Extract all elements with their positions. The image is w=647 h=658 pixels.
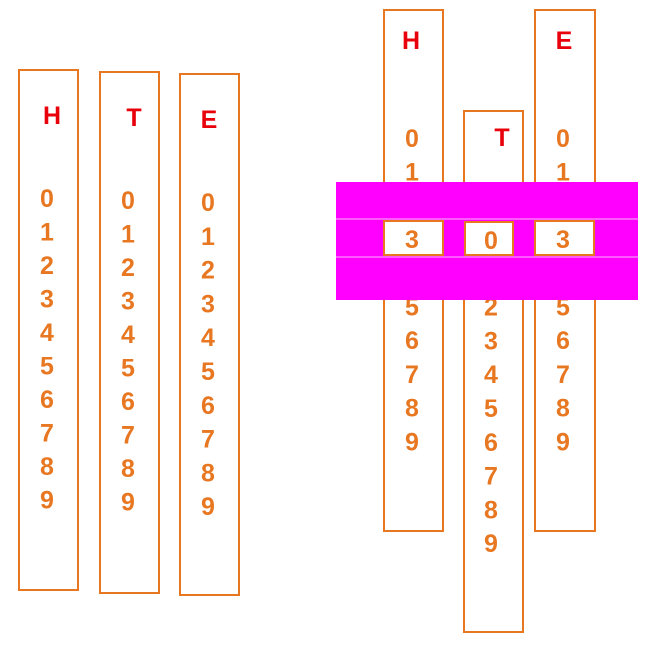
- left-strip-ones: E 0 1 2 3 4 5 6 7 8 9: [179, 73, 240, 596]
- right-strip-ones-digit: 8: [556, 395, 570, 423]
- left-strip-tens: T 0 1 2 3 4 5 6 7 8 9: [99, 71, 160, 594]
- left-strip-tens-digits: 0 1 2 3 4 5 6 7 8 9: [121, 187, 135, 517]
- left-strip-ones-digit: 5: [201, 358, 215, 386]
- left-strip-tens-digit: 0: [121, 187, 135, 215]
- right-strip-ones-digit: 6: [556, 327, 570, 355]
- left-strip-hundreds-digit: 3: [40, 286, 54, 314]
- left-strip-tens-box: [99, 71, 160, 594]
- right-strip-hundreds-heading: H: [402, 27, 420, 55]
- right-strip-tens-digit: 3: [484, 327, 498, 355]
- left-strip-ones-box: [179, 73, 240, 596]
- right-strip-hundreds-digit: 9: [405, 428, 419, 456]
- right-strip-tens-digit: 6: [484, 429, 498, 457]
- left-strip-hundreds-digit: 5: [40, 353, 54, 381]
- right-strip-ones-digit: 7: [556, 361, 570, 389]
- left-strip-ones-digit: 3: [201, 290, 215, 318]
- right-strip-ones-digit: 0: [556, 125, 570, 153]
- left-strip-group: H 0 1 2 3 4 5 6 7 8 9 T 0 1 2 3 4 5 6 7 8 9 E 0 1 2 3 4 5 6 7 8 9: [18, 69, 240, 596]
- left-strip-ones-digit: 9: [201, 493, 215, 521]
- right-strip-hundreds-digit: 7: [405, 361, 419, 389]
- left-strip-hundreds-digit: 8: [40, 453, 54, 481]
- tens-window: [464, 221, 514, 256]
- right-strip-tens-heading: T: [494, 124, 509, 152]
- right-strip-tens-digit: 9: [484, 530, 498, 558]
- right-strip-tens-digit: 4: [484, 361, 498, 389]
- left-strip-hundreds-digits: 0 1 2 3 4 5 6 7 8 9: [40, 185, 54, 515]
- left-strip-ones-digit: 8: [201, 459, 215, 487]
- left-strip-tens-digit: 2: [121, 254, 135, 282]
- left-strip-hundreds: H 0 1 2 3 4 5 6 7 8 9: [18, 69, 79, 591]
- left-strip-ones-digit: 7: [201, 426, 215, 454]
- left-strip-hundreds-box: [18, 69, 79, 591]
- tens-window-digit: 0: [484, 227, 498, 255]
- right-strip-ones-digit: 1: [556, 159, 570, 187]
- ones-window-digit: 3: [556, 226, 570, 254]
- left-strip-tens-digit: 5: [121, 355, 135, 383]
- left-strip-tens-digit: 3: [121, 288, 135, 316]
- left-strip-ones-digit: 6: [201, 392, 215, 420]
- left-strip-tens-digit: 7: [121, 422, 135, 450]
- right-strip-hundreds-digit: 1: [405, 159, 419, 187]
- left-strip-hundreds-digit: 4: [40, 319, 54, 347]
- right-strip-tens-digit: 2: [484, 294, 498, 322]
- right-strip-ones-heading: E: [556, 27, 573, 55]
- hundreds-window: [383, 220, 444, 256]
- left-strip-hundreds-digit: 1: [40, 219, 54, 247]
- hundreds-window-digit: 3: [405, 226, 419, 254]
- left-strip-ones-digit: 2: [201, 257, 215, 285]
- right-strip-tens-digit: 8: [484, 496, 498, 524]
- left-strip-hundreds-digit: 6: [40, 386, 54, 414]
- right-strip-tens-digit: 7: [484, 463, 498, 491]
- left-strip-ones-digit: 0: [201, 189, 215, 217]
- right-strip-hundreds-digit: 8: [405, 395, 419, 423]
- left-strip-hundreds-digit: 0: [40, 185, 54, 213]
- left-strip-ones-digit: 1: [201, 223, 215, 251]
- left-strip-tens-heading: T: [126, 104, 141, 132]
- left-strip-ones-heading: E: [201, 106, 218, 134]
- left-strip-ones-digit: 4: [201, 324, 215, 352]
- right-strip-ones-digit: 9: [556, 428, 570, 456]
- left-strip-hundreds-heading: H: [43, 102, 61, 130]
- left-strip-tens-digit: 1: [121, 221, 135, 249]
- left-strip-ones-digits: 0 1 2 3 4 5 6 7 8 9: [201, 189, 215, 521]
- right-strip-hundreds-digit: 5: [405, 294, 419, 322]
- left-strip-hundreds-digit: 7: [40, 420, 54, 448]
- right-strip-ones-digit: 5: [556, 294, 570, 322]
- right-strip-hundreds-digit: 6: [405, 327, 419, 355]
- right-strip-tens-digit: 5: [484, 395, 498, 423]
- left-strip-hundreds-digit: 9: [40, 487, 54, 515]
- ones-window: [534, 220, 595, 256]
- left-strip-tens-digit: 6: [121, 388, 135, 416]
- left-strip-tens-digit: 4: [121, 321, 135, 349]
- left-strip-tens-digit: 9: [121, 489, 135, 517]
- left-strip-tens-digit: 8: [121, 455, 135, 483]
- left-strip-hundreds-digit: 2: [40, 252, 54, 280]
- right-strip-hundreds-digit: 0: [405, 125, 419, 153]
